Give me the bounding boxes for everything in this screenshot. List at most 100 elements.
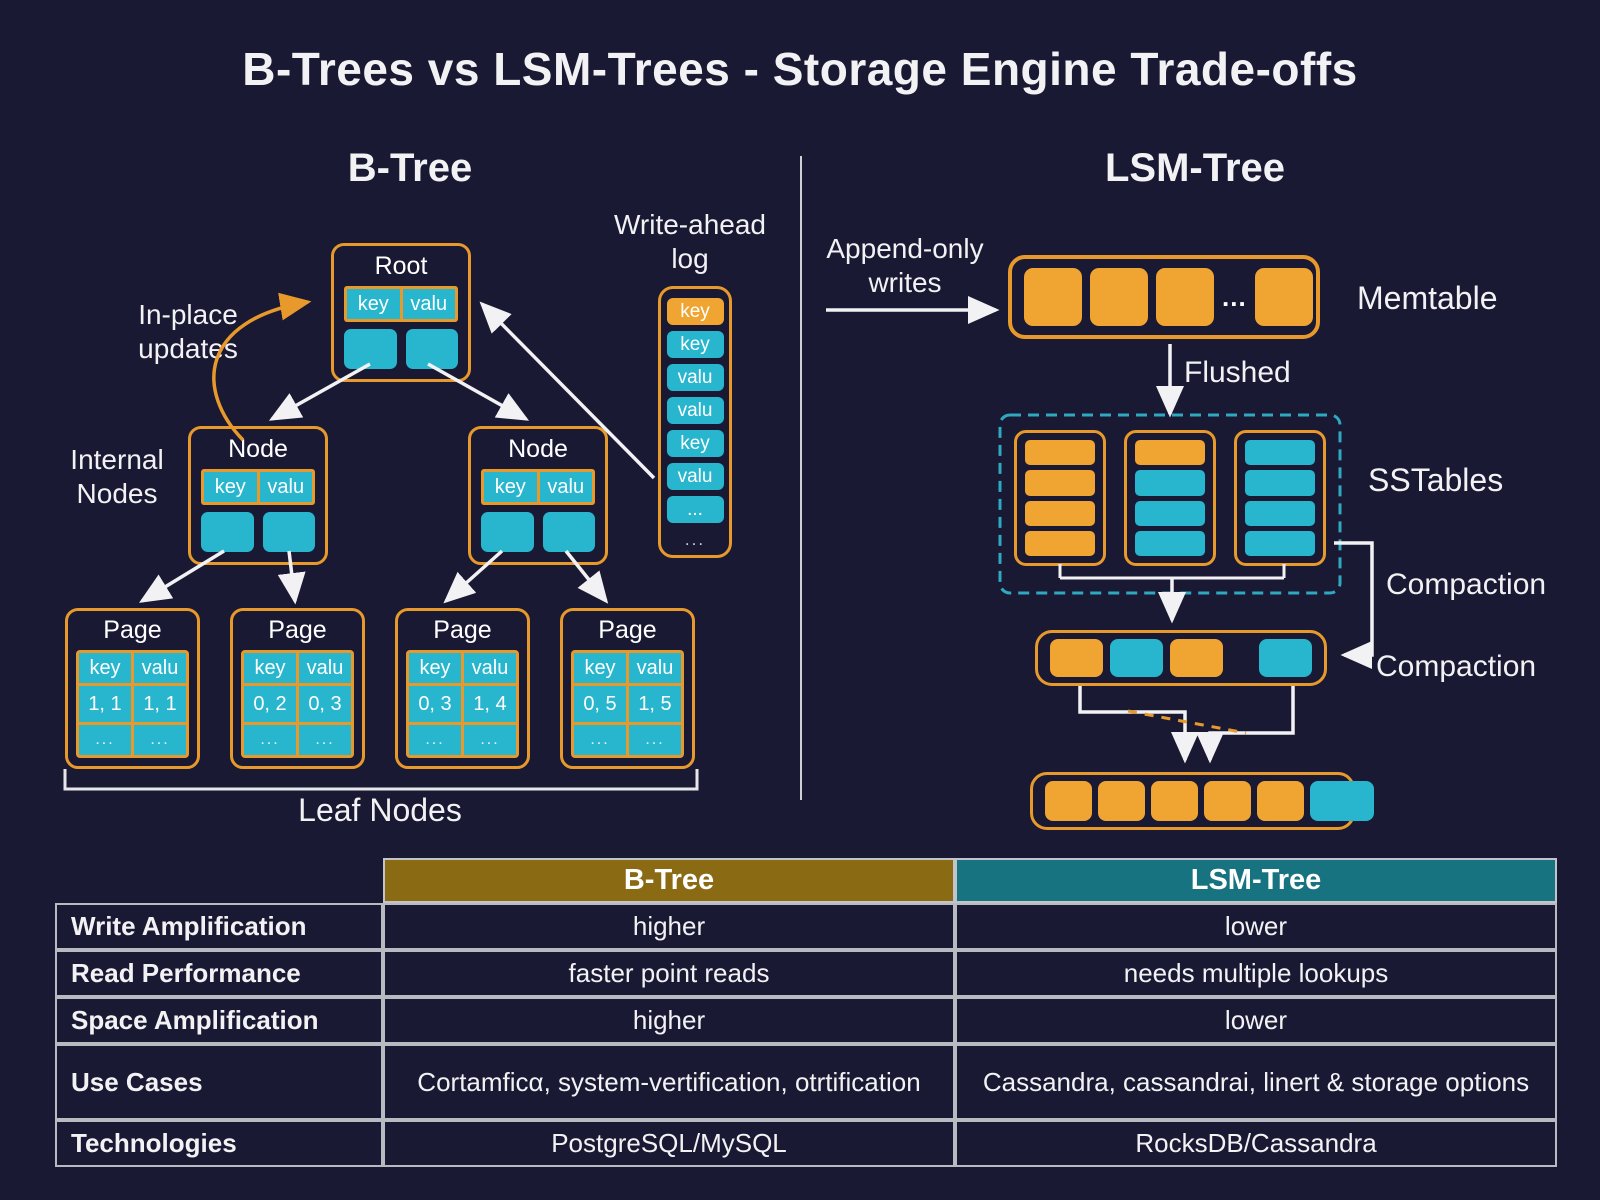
btree-internal-node-right: Node key valu bbox=[468, 426, 608, 565]
sstable-bar bbox=[1135, 500, 1205, 526]
memtable-cell bbox=[1156, 268, 1214, 326]
memtable-box: ... bbox=[1008, 255, 1320, 339]
table-header-btree: B-Tree bbox=[383, 858, 955, 903]
wal-cell: key bbox=[666, 298, 724, 325]
sstable-box bbox=[1234, 430, 1326, 566]
node-pointer-cell bbox=[201, 512, 254, 552]
btree-root-node: Root key valu bbox=[331, 243, 471, 382]
table-cell-btree: faster point reads bbox=[383, 950, 955, 997]
node-kv-row: key valu bbox=[481, 469, 595, 505]
arrow-compaction-elbow bbox=[1334, 541, 1374, 669]
page-cell: key bbox=[409, 653, 461, 683]
node-key-cell: key bbox=[204, 472, 257, 502]
page-cell: valu bbox=[464, 653, 516, 683]
memtable-dots: ... bbox=[1222, 281, 1247, 312]
wal-cell: key bbox=[666, 331, 724, 358]
page-cell: 1, 4 bbox=[464, 686, 516, 722]
page-cell: valu bbox=[299, 653, 351, 683]
compacted-cell bbox=[1170, 639, 1223, 677]
node-valu-cell: valu bbox=[539, 472, 592, 502]
table-cell-btree: higher bbox=[383, 903, 955, 950]
compacted-sstable-row bbox=[1035, 630, 1327, 686]
internal-nodes-label: Internal Nodes bbox=[70, 444, 164, 510]
table-row-label: Space Amplification bbox=[55, 997, 383, 1044]
final-compacted-row bbox=[1030, 772, 1374, 830]
node-key-cell: key bbox=[484, 472, 537, 502]
page-cell: ... bbox=[464, 725, 516, 755]
arrow-midrow-left-to-bottom bbox=[1078, 686, 1199, 764]
memtable-cell bbox=[1254, 268, 1313, 326]
memtable-cell bbox=[1024, 268, 1082, 326]
table-cell-lsm: needs multiple lookups bbox=[955, 950, 1557, 997]
table-header-lsm: LSM-Tree bbox=[955, 858, 1557, 903]
table-cell-lsm: Cassandra, cassandrai, linert & storage … bbox=[955, 1044, 1557, 1120]
wal-footer-dots: ... bbox=[684, 530, 706, 549]
wal-cell: valu bbox=[666, 397, 724, 424]
root-key-cell: key bbox=[347, 289, 400, 319]
arrow-midrow-right-to-bottom bbox=[1196, 686, 1295, 764]
page-cell: 0, 3 bbox=[299, 686, 351, 722]
table-cell-btree: higher bbox=[383, 997, 955, 1044]
final-cell bbox=[1257, 781, 1304, 821]
page-cell: 1, 5 bbox=[629, 686, 681, 722]
sstable-bar bbox=[1025, 500, 1095, 526]
page-title: B-Trees vs LSM-Trees - Storage Engine Tr… bbox=[242, 43, 1358, 95]
page-cell: ... bbox=[574, 725, 626, 755]
node-title: Node bbox=[228, 435, 288, 463]
page-cell: key bbox=[79, 653, 131, 683]
table-corner-spacer bbox=[55, 858, 383, 903]
root-pointer-cell bbox=[405, 329, 458, 369]
memtable-label: Memtable bbox=[1357, 280, 1498, 316]
root-title: Root bbox=[374, 252, 428, 280]
page-title: Page bbox=[103, 616, 162, 644]
table-cell-btree: PostgreSQL/MySQL bbox=[383, 1120, 955, 1167]
table-row-label: Read Performance bbox=[55, 950, 383, 997]
node-valu-cell: valu bbox=[259, 472, 312, 502]
flushed-label: Flushed bbox=[1184, 356, 1291, 389]
wal-cell: ... bbox=[666, 496, 724, 523]
page-cell: ... bbox=[79, 725, 131, 755]
node-pointer-cell bbox=[262, 512, 315, 552]
final-cell bbox=[1310, 781, 1374, 821]
final-cell bbox=[1045, 781, 1092, 821]
root-valu-cell: valu bbox=[402, 289, 455, 319]
sstable-bar bbox=[1025, 440, 1095, 466]
lsm-section-heading: LSM-Tree bbox=[1104, 146, 1286, 190]
node-pointer-cell bbox=[542, 512, 595, 552]
page-cell: key bbox=[244, 653, 296, 683]
sstable-bar bbox=[1135, 470, 1205, 496]
wal-cell: valu bbox=[666, 463, 724, 490]
compacted-cell bbox=[1050, 639, 1103, 677]
sstable-bar bbox=[1135, 440, 1205, 466]
table-row-label: Technologies bbox=[55, 1120, 383, 1167]
sstable-bar bbox=[1245, 470, 1315, 496]
table-cell-btree: Cortamficα, system-vertification, otrtif… bbox=[383, 1044, 955, 1120]
page-cell: ... bbox=[299, 725, 351, 755]
sstable-bar bbox=[1025, 530, 1095, 556]
compacted-cell bbox=[1110, 639, 1163, 677]
sstable-bar bbox=[1135, 530, 1205, 556]
page-cell: ... bbox=[134, 725, 186, 755]
table-cell-lsm: lower bbox=[955, 997, 1557, 1044]
page-cell: key bbox=[574, 653, 626, 683]
node-pointer-cell bbox=[481, 512, 534, 552]
page-cell: 0, 5 bbox=[574, 686, 626, 722]
table-row-label: Write Amplification bbox=[55, 903, 383, 950]
compaction-label-2: Compaction bbox=[1376, 650, 1537, 683]
wal-cell: valu bbox=[666, 364, 724, 391]
page-cell: 0, 3 bbox=[409, 686, 461, 722]
compacted-cell bbox=[1259, 639, 1312, 677]
page-cell: valu bbox=[629, 653, 681, 683]
root-pointer-cell bbox=[344, 329, 397, 369]
dashed-compaction-line bbox=[1127, 709, 1247, 735]
leaf-nodes-label: Leaf Nodes bbox=[298, 792, 462, 828]
